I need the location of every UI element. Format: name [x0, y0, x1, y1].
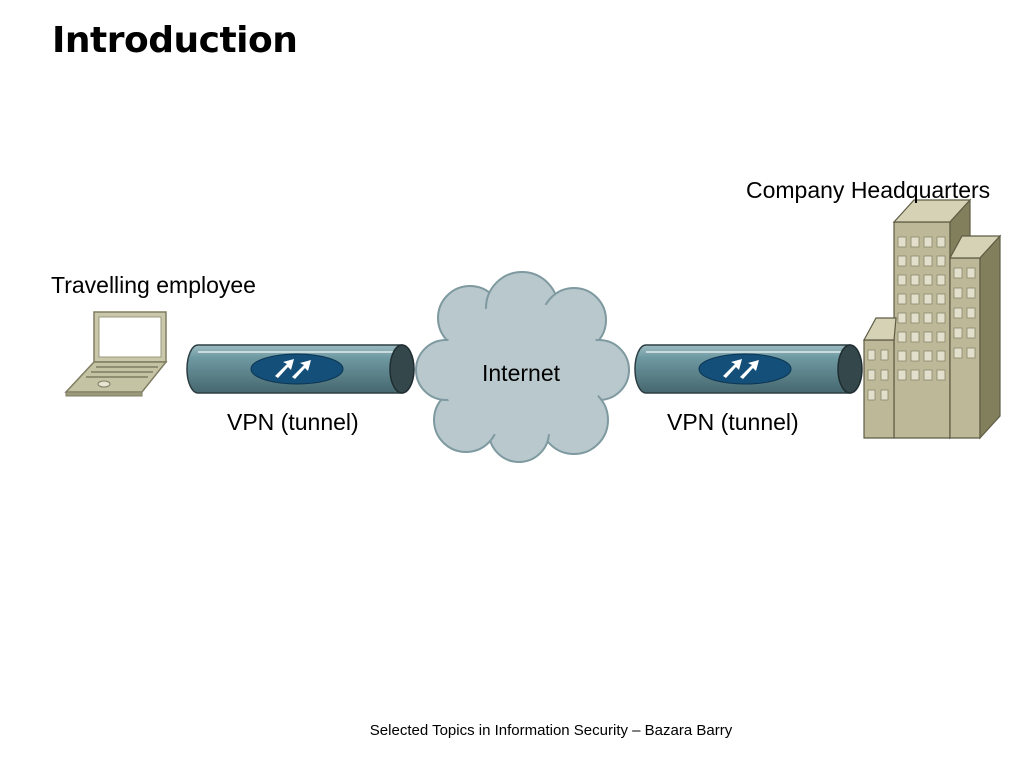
internet-label: Internet	[482, 360, 560, 386]
vpn-tunnel-icon-2	[634, 344, 863, 394]
vpn-tunnel-icon-1	[186, 344, 415, 394]
vpn-tunnel-label-2: VPN (tunnel)	[667, 409, 799, 435]
headquarters-label: Company Headquarters	[746, 177, 991, 203]
laptop-icon	[64, 311, 168, 397]
cloud-icon	[415, 271, 630, 463]
slide-title: Introduction	[52, 20, 298, 61]
vpn-tunnel-label-1: VPN (tunnel)	[227, 409, 359, 435]
employee-label: Travelling employee	[51, 272, 256, 298]
slide-footer: Selected Topics in Information Security …	[369, 722, 733, 739]
building-icon	[862, 198, 1002, 440]
